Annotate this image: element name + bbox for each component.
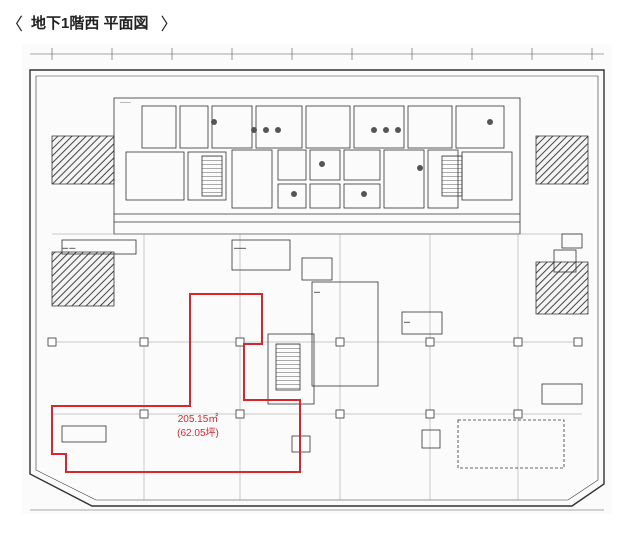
svg-text:━━ ━━: ━━ ━━ [61,246,76,252]
floor-plan-drawing: ─── ━━ ━━ ━━━━ ━━ ━━ 205.15㎡ (62.05坪) [22,44,612,514]
next-floor-button[interactable]: 〉 [160,14,178,35]
fixtures [211,119,493,197]
title-bar: 〈 地下1階西 平面図 〉 [0,0,617,44]
floor-plan: ─── ━━ ━━ ━━━━ ━━ ━━ 205.15㎡ (62.05坪) [22,44,612,514]
hatched-walls [51,135,589,315]
svg-text:───: ─── [119,100,131,106]
interior-rooms [61,233,583,469]
leasable-area-outline [51,293,301,473]
dimension-ticks [30,48,604,511]
columns [47,337,583,419]
prev-floor-button[interactable]: 〈 [6,14,23,35]
area-label: 205.15㎡ [178,413,219,425]
building-outline [29,69,605,507]
svg-text:━━━━: ━━━━ [233,246,247,252]
page-title: 地下1階西 平面図 [31,14,149,32]
area-tsubo-label: (62.05坪) [177,426,219,439]
svg-text:━━: ━━ [403,320,411,326]
drawing-glyphs: ─── ━━ ━━ ━━━━ ━━ ━━ [61,100,411,326]
svg-text:━━: ━━ [313,290,321,296]
